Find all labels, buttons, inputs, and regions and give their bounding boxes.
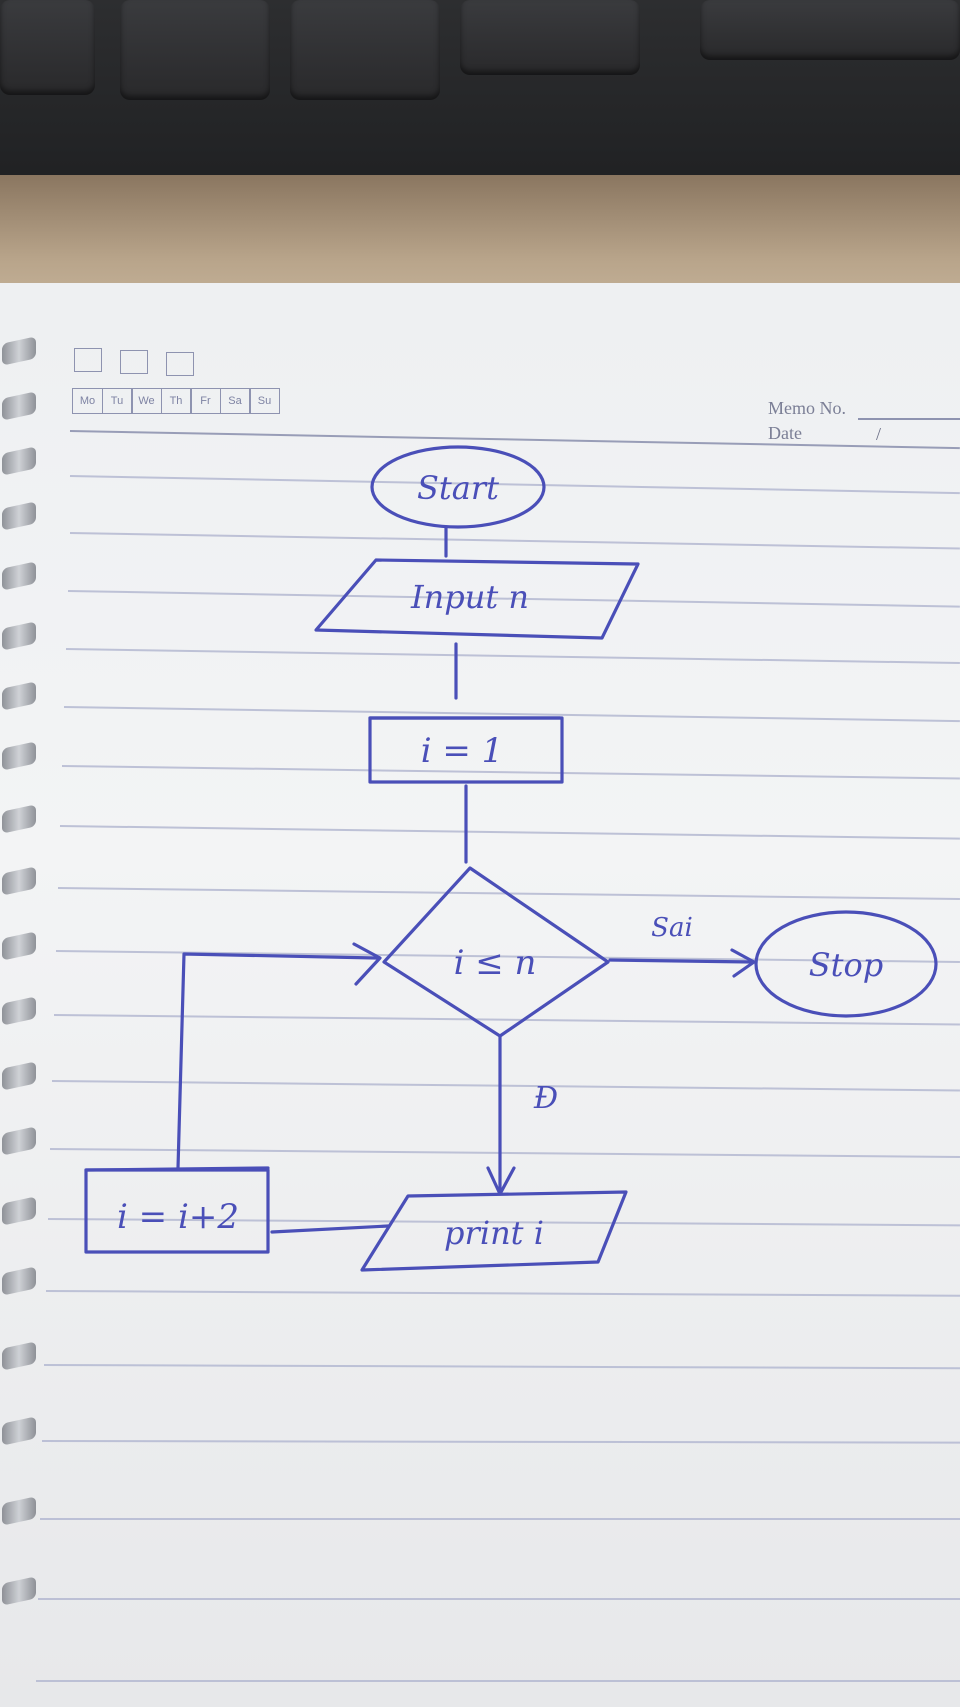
start-label: Start	[417, 469, 499, 507]
increment-label: i = i+2	[117, 1197, 239, 1237]
notebook-page	[0, 283, 960, 1707]
input-label: Input n	[410, 578, 529, 616]
weather-cloudy-box	[120, 350, 148, 374]
weekday-cell: Tu	[101, 388, 133, 414]
stop-terminal	[754, 910, 938, 1018]
memo-label: Memo No.	[768, 398, 846, 418]
keyboard	[0, 0, 960, 200]
date-label: Date	[768, 423, 802, 443]
init-label: i = 1	[421, 731, 504, 771]
arrow-false-head	[730, 948, 756, 978]
weekday-cell: Fr	[190, 388, 221, 414]
loop-back-arrow-head	[352, 942, 382, 986]
start-terminal	[370, 445, 546, 529]
weather-sunny-box	[74, 348, 102, 372]
keyboard-key	[700, 0, 960, 60]
stop-label: Stop	[809, 946, 884, 984]
keyboard-key	[120, 0, 270, 100]
memo-line	[858, 418, 960, 420]
weekday-cell: Sa	[219, 388, 251, 414]
keyboard-key	[460, 0, 640, 75]
output-label: print i	[444, 1214, 544, 1252]
decision-label: i ≤ n	[454, 943, 537, 983]
weekday-cell: Th	[160, 388, 192, 414]
keyboard-key	[0, 0, 95, 95]
weekday-cell: Su	[249, 388, 280, 414]
connector-output-increment	[270, 1224, 390, 1234]
arrow-false-line	[608, 958, 754, 964]
weekday-cell: Mo	[72, 388, 103, 414]
weekday-cell: We	[131, 388, 162, 414]
weather-rainy-box	[166, 352, 194, 376]
output-parallelogram	[360, 1190, 628, 1272]
date-slash: /	[876, 424, 882, 444]
input-parallelogram	[314, 558, 640, 640]
true-branch-label: Đ	[533, 1081, 558, 1116]
loop-back-line	[176, 952, 378, 1170]
false-branch-label: Sai	[651, 913, 693, 943]
keyboard-key	[290, 0, 440, 100]
weekday-row: Mo Tu We Th Fr Sa Su	[72, 388, 280, 414]
